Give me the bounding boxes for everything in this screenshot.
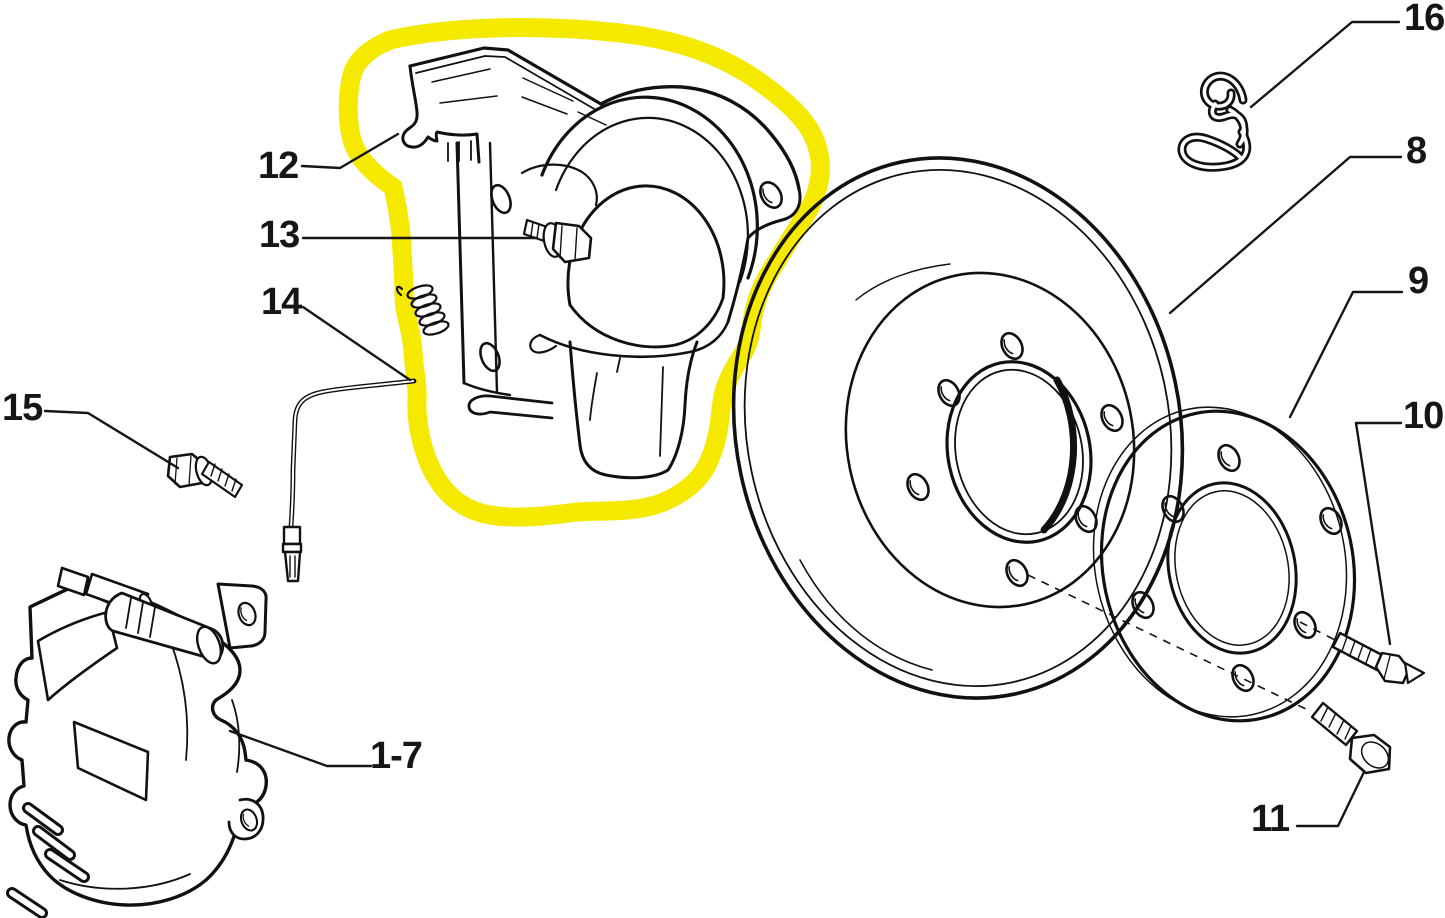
callout-labels: 12 13 14 15 1-7 16 8 9 10 11 [2, 0, 1445, 840]
spacer-plate [1092, 406, 1357, 723]
callout-13: 13 [259, 214, 299, 256]
brake-caliper [6, 566, 268, 918]
leader-15 [43, 409, 180, 470]
callout-11: 11 [1251, 798, 1290, 840]
callout-9: 9 [1408, 260, 1428, 302]
splash-shield [401, 46, 802, 480]
leader-1-7 [228, 729, 373, 768]
bolt-10 [1331, 631, 1426, 685]
leader-8 [1168, 155, 1403, 315]
leader-12 [300, 132, 400, 170]
leader-lines [43, 20, 1404, 828]
bolt-15 [166, 452, 244, 499]
spring-clip [1177, 71, 1252, 172]
callout-10: 10 [1403, 395, 1443, 437]
callout-15: 15 [2, 387, 43, 429]
callout-12: 12 [258, 145, 298, 187]
leader-10 [1354, 421, 1403, 646]
callout-1-7: 1-7 [370, 735, 422, 777]
callout-14: 14 [261, 281, 302, 323]
callout-16: 16 [1404, 0, 1444, 39]
assembly-line-bolt10 [1299, 621, 1338, 642]
callout-8: 8 [1406, 130, 1426, 172]
leader-11 [1295, 770, 1366, 828]
leader-14 [301, 305, 412, 382]
highlight-outline [338, 18, 830, 527]
shield-bolt [522, 218, 593, 264]
bolt-11 [1310, 701, 1392, 775]
assembly-line-bolt11 [1027, 574, 1309, 711]
leader-16 [1249, 20, 1401, 109]
brake-disc [731, 156, 1185, 700]
pad-spring [395, 284, 450, 336]
sensor-hose [281, 378, 417, 583]
leader-9 [1288, 290, 1404, 419]
